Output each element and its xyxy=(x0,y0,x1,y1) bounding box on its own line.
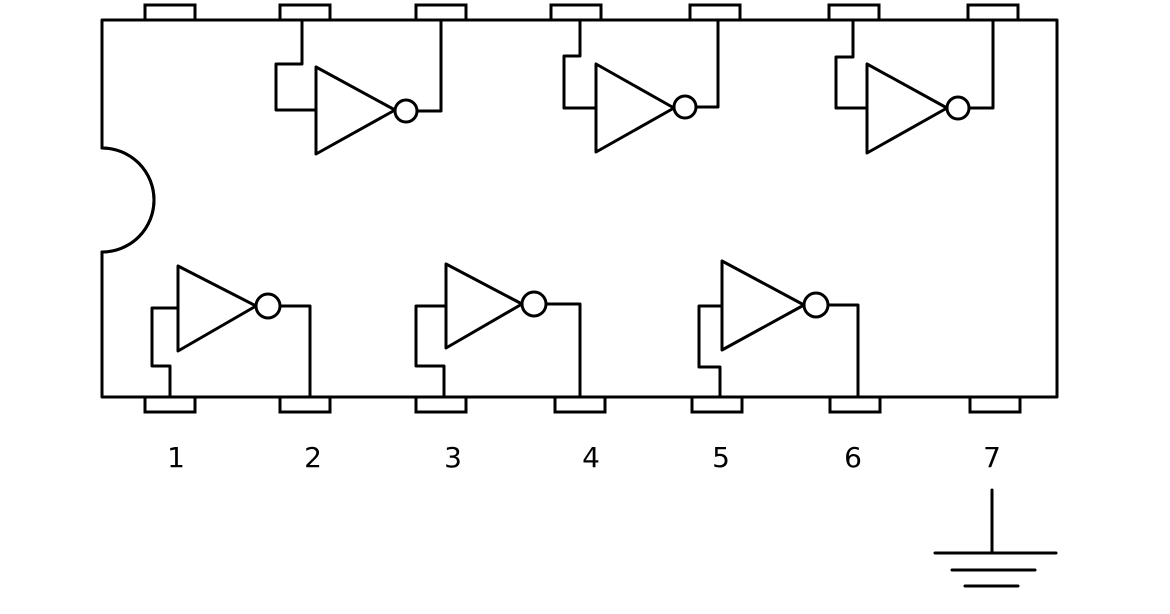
inverter-gate-bottom-1 xyxy=(150,264,312,399)
pin-label-2: 2 xyxy=(304,441,322,474)
pin-label-7: 7 xyxy=(983,441,1001,474)
top-pin-8 xyxy=(966,3,1020,22)
inverter-gate-bottom-2 xyxy=(414,262,582,399)
bottom-pin-5 xyxy=(690,395,744,414)
inverter-gate-top-1 xyxy=(274,18,443,156)
top-pin-10 xyxy=(688,3,742,22)
top-pin-14 xyxy=(143,3,197,22)
top-pin-11 xyxy=(549,3,603,22)
pin-label-6: 6 xyxy=(844,441,862,474)
top-pins xyxy=(143,3,1020,22)
pin-label-5: 5 xyxy=(712,441,730,474)
pin-label-1: 1 xyxy=(167,441,185,474)
inverter-gate-top-2 xyxy=(562,18,720,154)
bottom-pin-3 xyxy=(414,395,468,414)
pin-label-4: 4 xyxy=(582,441,600,474)
bottom-pin-1 xyxy=(143,395,197,414)
bottom-pins xyxy=(143,395,1022,414)
ground-symbol xyxy=(933,488,1058,588)
bottom-pin-4 xyxy=(553,395,607,414)
bottom-pin-6 xyxy=(828,395,882,414)
bottom-pin-2 xyxy=(278,395,332,414)
inverter-gate-bottom-3 xyxy=(697,259,860,399)
top-pin-13 xyxy=(278,3,332,22)
inverter-gate-top-3 xyxy=(834,18,995,155)
bottom-pin-7 xyxy=(968,395,1022,414)
top-pin-12 xyxy=(414,3,468,22)
pin-label-3: 3 xyxy=(444,441,462,474)
ic-notch xyxy=(100,146,156,254)
top-pin-9 xyxy=(827,3,881,22)
